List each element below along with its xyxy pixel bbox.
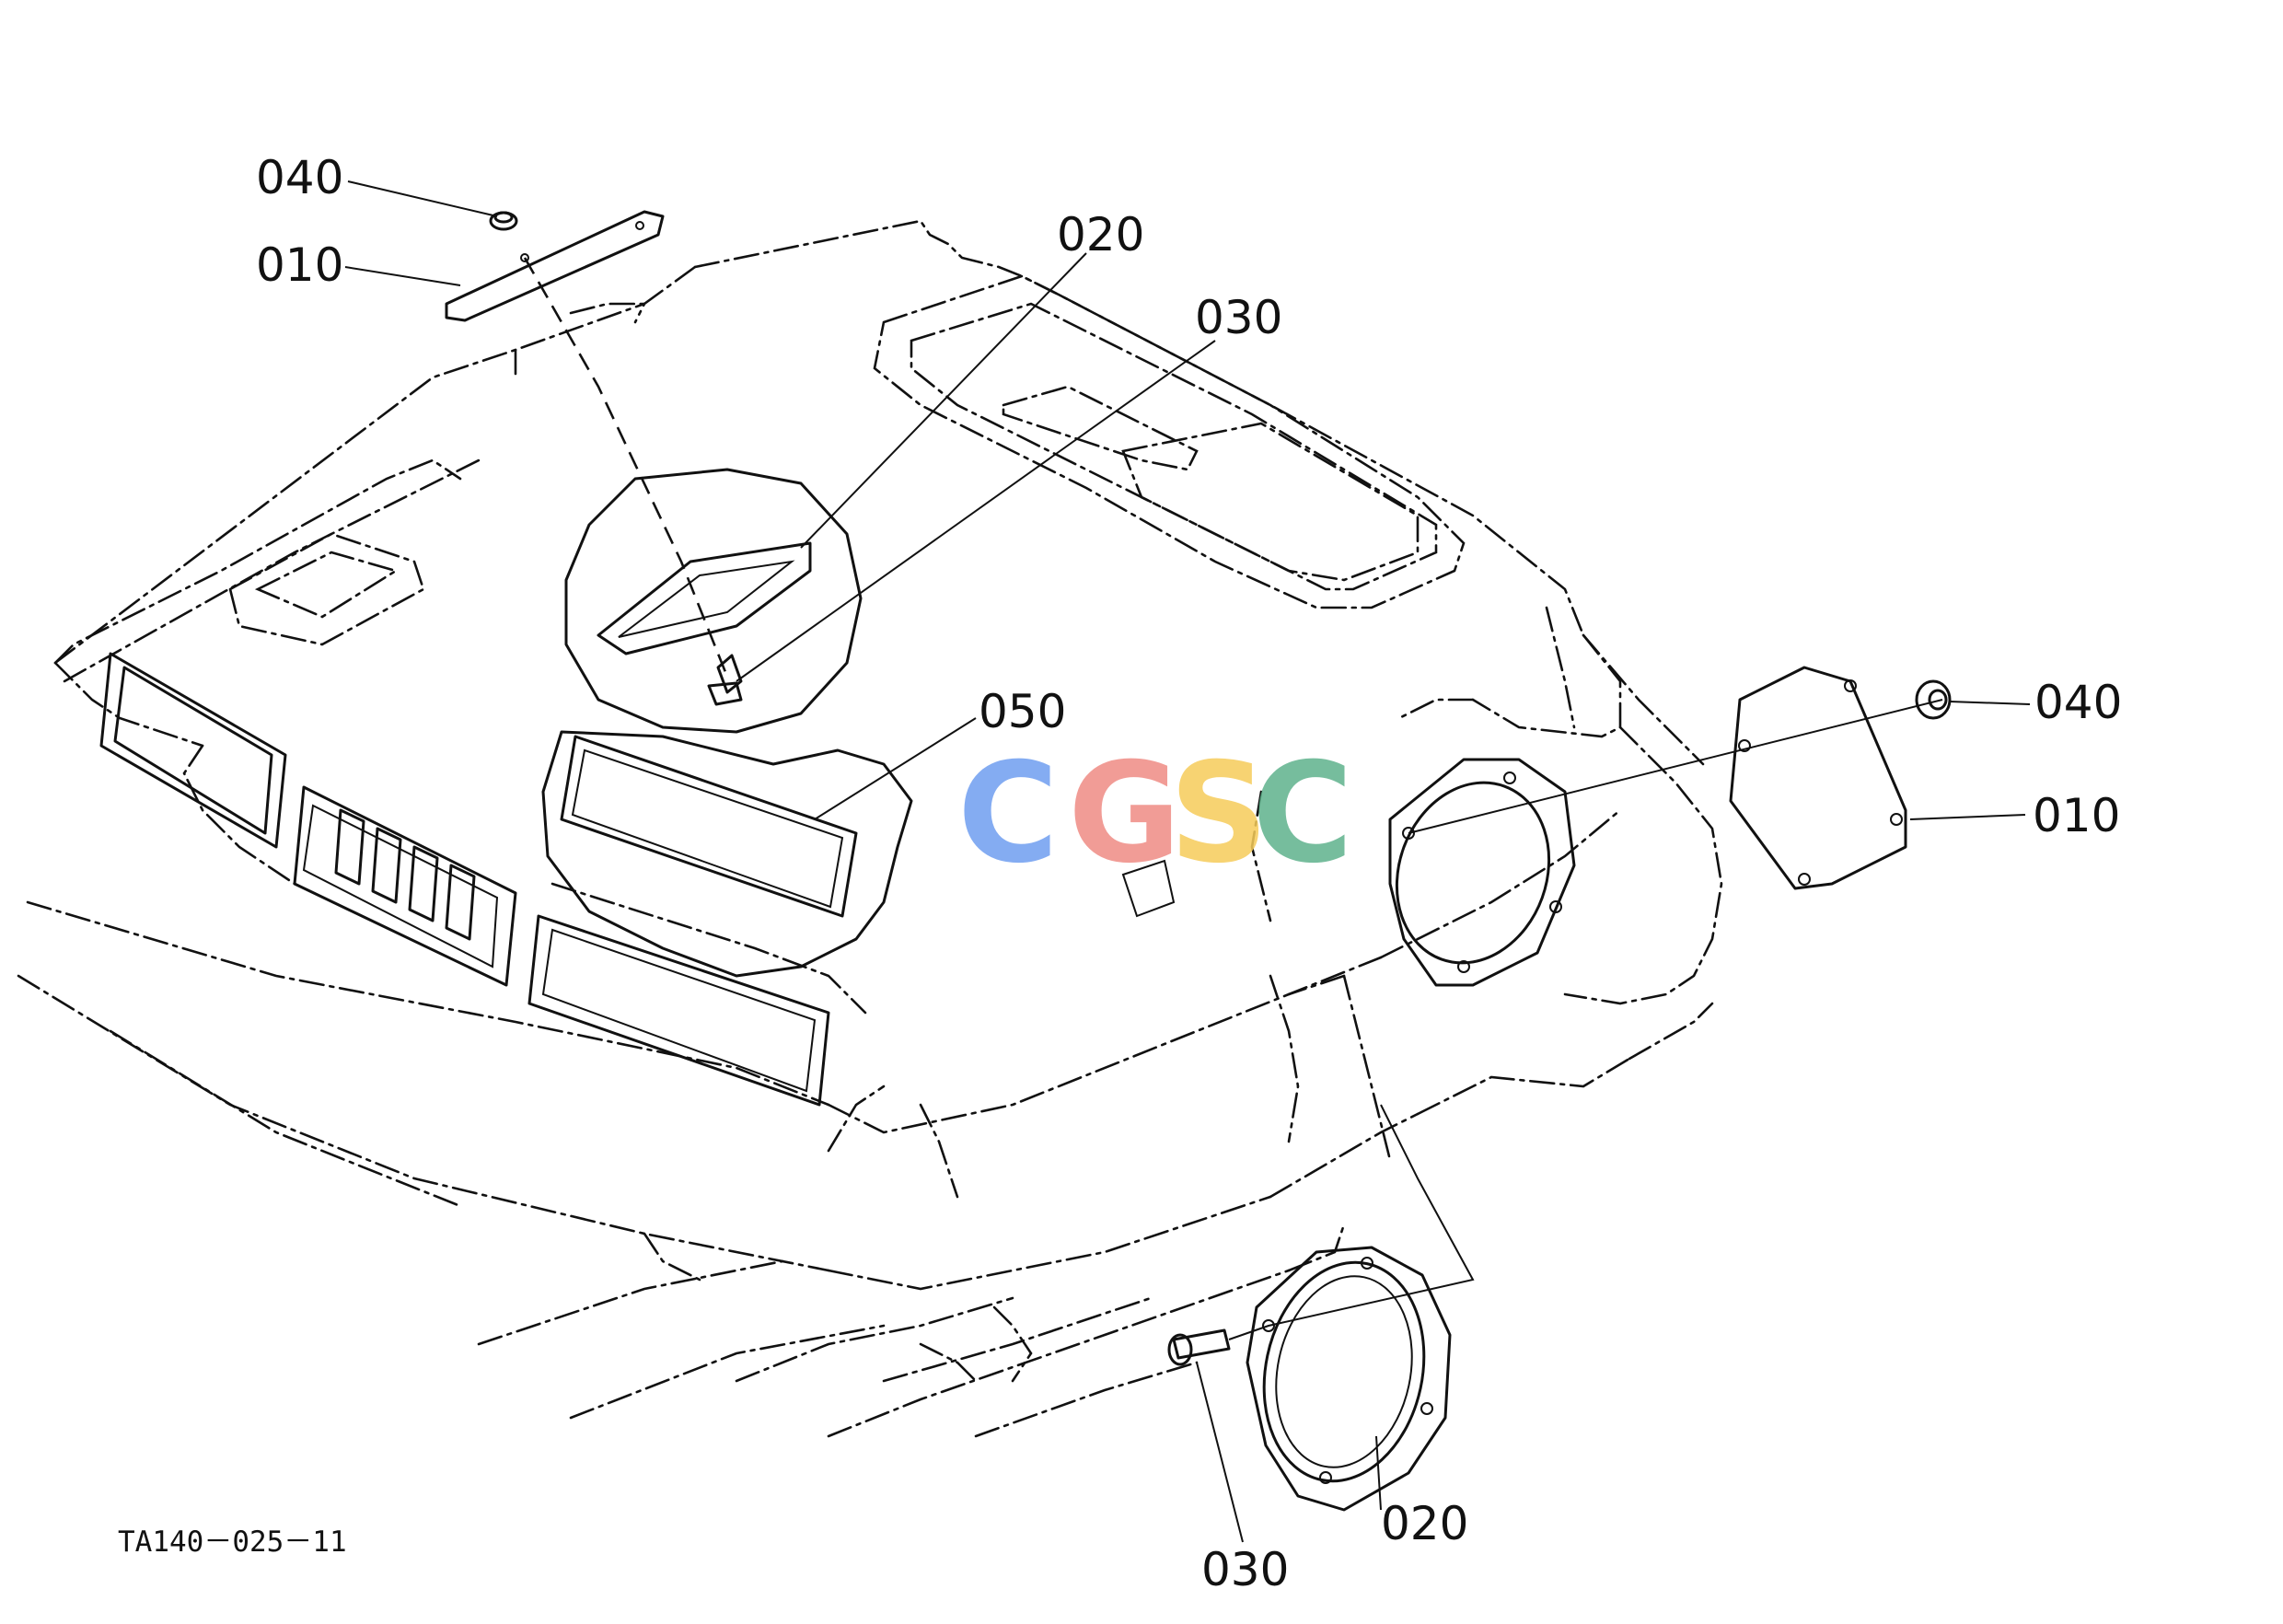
callout-020-bottom: 020 <box>1381 1497 1468 1550</box>
front-panels <box>99 652 1176 1107</box>
watermark-letter-4: C <box>1252 734 1353 894</box>
figure-code: TA140－025－11 <box>118 1525 347 1559</box>
watermark-letter-1: C <box>957 734 1059 894</box>
callout-050: 050 <box>979 685 1066 738</box>
callout-labels: 040 010 020 030 050 040 010 020 030 <box>256 151 2122 1596</box>
callout-040-right: 040 <box>2034 676 2122 729</box>
right-guide-line <box>1408 699 1943 834</box>
right-cover-plate-010 <box>1729 666 1907 890</box>
part-050-panel <box>541 730 913 978</box>
callout-030-top: 030 <box>1195 291 1282 344</box>
callout-020-top: 020 <box>1057 208 1144 261</box>
top-bracket-010 <box>445 210 665 322</box>
watermark-letter-3: S <box>1169 734 1269 894</box>
callout-010-right: 010 <box>2033 789 2120 842</box>
cab-roof-outline <box>17 219 1723 1438</box>
leader-lines <box>344 180 2031 1543</box>
roof-vent-panels <box>53 274 1466 683</box>
top-dashed-guide <box>523 257 729 678</box>
watermark-letter-2: G <box>1068 734 1181 894</box>
callout-010-top: 010 <box>256 238 343 292</box>
top-speaker-detail <box>564 468 863 734</box>
right-speaker-ring <box>1388 758 1576 987</box>
callout-040-top: 040 <box>256 151 343 204</box>
callout-030-bottom: 030 <box>1201 1543 1289 1596</box>
bottom-screw-030 <box>1167 1328 1231 1366</box>
bottom-speaker-020 <box>1246 1246 1452 1512</box>
right-nut-040 <box>1915 679 1952 720</box>
watermark-logo: C G S C <box>957 734 1353 894</box>
bottom-guide-line <box>1228 1104 1475 1340</box>
